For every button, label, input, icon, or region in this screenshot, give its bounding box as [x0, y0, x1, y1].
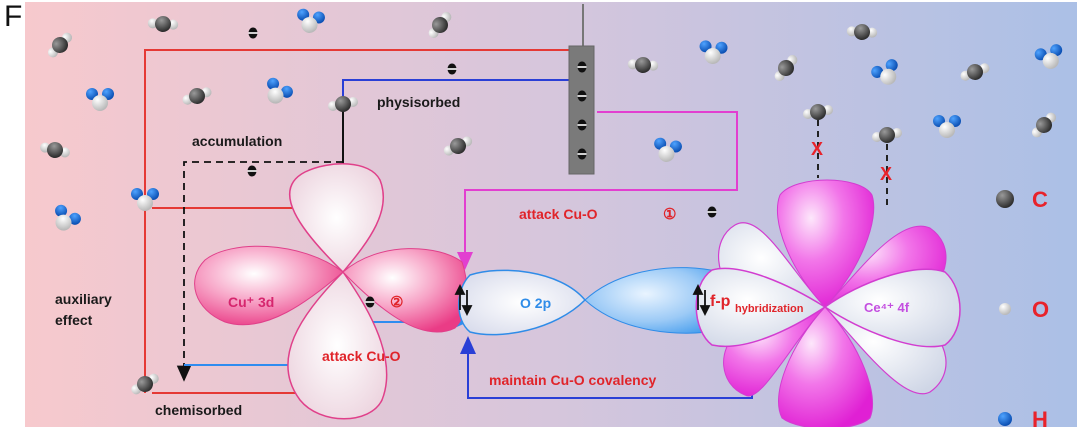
o-2p-label: O 2p	[520, 295, 551, 311]
spin-pair-fp	[692, 283, 711, 317]
physisorbed-label: physisorbed	[377, 94, 460, 110]
legend-atom-o-icon	[999, 303, 1011, 315]
cu-lobe-top	[288, 163, 385, 274]
o-2p-orbital	[458, 267, 721, 336]
panel-label: F	[4, 0, 23, 33]
chemisorbed-label: chemisorbed	[155, 402, 242, 418]
blue-path-physisorbed	[342, 79, 570, 102]
spin-pair-o2p	[454, 283, 473, 317]
atom-legend: C O H	[996, 187, 1049, 427]
legend-atom-h-label: H	[1032, 407, 1048, 427]
electrode-electron	[577, 148, 587, 160]
fp-label: f-p	[710, 293, 731, 310]
blocked-mark: X	[811, 139, 823, 159]
ce-lobe-right	[823, 268, 961, 348]
legend-atom-c-label: C	[1032, 187, 1048, 212]
legend-atom-o-label: O	[1032, 297, 1049, 322]
attack-path-1	[457, 111, 738, 270]
blocked-mark: X	[880, 164, 892, 184]
maintain-covalency-label: maintain Cu-O covalency	[489, 372, 656, 388]
blocked-adsorption: X X	[803, 104, 902, 205]
electrode-electron	[577, 90, 587, 102]
step-2-marker: ②	[390, 294, 403, 311]
hybridization-label: hybridization	[735, 303, 804, 315]
legend-atom-h-icon	[998, 412, 1012, 426]
attack-cuo-bottom-label: attack Cu-O	[322, 348, 401, 364]
cu-3d-orbital	[194, 163, 468, 420]
red-path-top	[144, 49, 570, 393]
legend-atom-c-icon	[996, 190, 1014, 208]
o2p-lobe-left	[458, 269, 587, 336]
mechanism-diagram: X X physisorbed accumulation auxiliary e…	[25, 2, 1077, 427]
ce-lobe-top	[776, 179, 875, 308]
electrode	[568, 4, 595, 175]
cu-lobe-left	[194, 245, 344, 326]
electron	[365, 296, 375, 308]
electrode-electron	[577, 119, 587, 131]
electron	[247, 165, 257, 177]
ce-4f-label: Ce⁴⁺ 4f	[864, 300, 910, 315]
ce-lobe-bottom	[778, 306, 874, 427]
accumulation-label: accumulation	[192, 133, 282, 149]
attack-cuo-top-label: attack Cu-O	[519, 206, 598, 222]
electron	[707, 206, 717, 218]
accumulation-dashed-path	[176, 161, 343, 382]
cu-3d-label: Cu⁺ 3d	[228, 294, 274, 310]
electrode-electron	[577, 61, 587, 73]
electron	[447, 63, 457, 75]
cu-lobe-bottom	[287, 270, 388, 420]
auxiliary-effect-label-2: effect	[55, 312, 93, 328]
step-1-marker: ①	[663, 206, 676, 223]
ce-4f-orbital	[695, 179, 961, 427]
ce-lobe-left	[695, 267, 827, 347]
auxiliary-effect-label-1: auxiliary	[55, 291, 112, 307]
electron	[248, 27, 258, 39]
